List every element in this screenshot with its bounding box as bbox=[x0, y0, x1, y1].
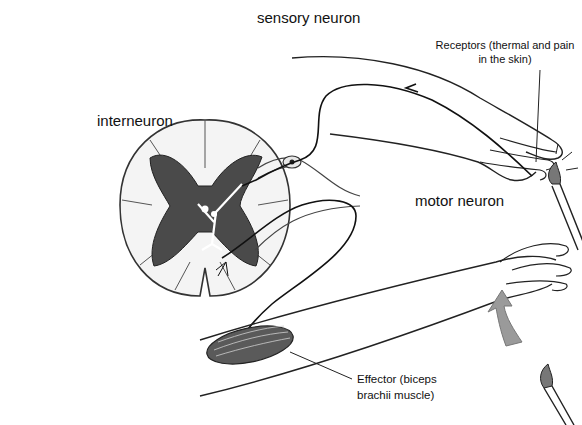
neuron-label: motor neuron bbox=[415, 192, 545, 210]
motor-end-branches bbox=[216, 262, 228, 276]
effector-leader bbox=[290, 352, 352, 379]
direction-arrow bbox=[406, 84, 418, 92]
upper-candle bbox=[552, 184, 582, 250]
heat-rays bbox=[556, 144, 578, 170]
grey-matter bbox=[150, 155, 262, 266]
effector-label: Effector (biceps brachii muscle) bbox=[357, 371, 461, 403]
biceps-muscle bbox=[203, 319, 296, 371]
withdrawal-arrow bbox=[488, 290, 522, 346]
receptor-label: Receptors (thermal and pain in the skin) bbox=[432, 38, 578, 66]
interneuron-cell bbox=[198, 184, 242, 250]
spinal-nerve bbox=[255, 160, 360, 250]
neuron-label: interneuron bbox=[97, 112, 207, 130]
sensory-neuron-fibre bbox=[242, 84, 532, 186]
receptor-leader bbox=[536, 70, 540, 162]
neuron-label: sensory neuron bbox=[257, 9, 397, 27]
motor-neuron-fibre bbox=[222, 200, 356, 342]
upper-flame bbox=[549, 162, 561, 184]
upper-arm-outline bbox=[292, 57, 562, 181]
white-matter-divisions bbox=[122, 120, 288, 290]
upper-fingers bbox=[480, 138, 556, 180]
lower-flame bbox=[541, 364, 553, 388]
lower-fingers bbox=[500, 244, 571, 291]
interneuron-body bbox=[211, 211, 217, 217]
spinal-cord-outline bbox=[120, 120, 290, 296]
lower-candle bbox=[544, 386, 574, 425]
muscle-fibres bbox=[214, 326, 290, 356]
